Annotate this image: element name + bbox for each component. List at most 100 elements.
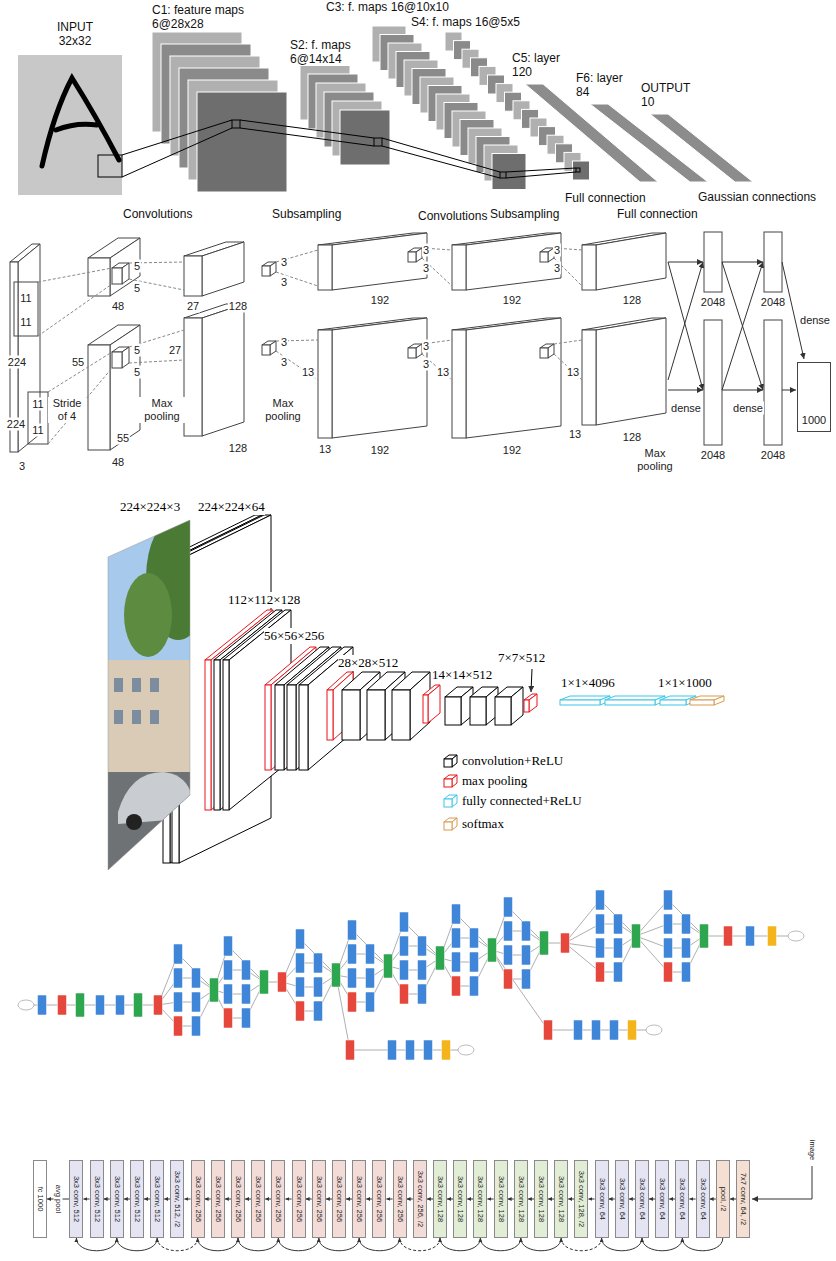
dimension-label: 128 [228, 442, 248, 455]
projection-line [506, 168, 576, 172]
receptive-field [500, 172, 506, 178]
layer-label: 3x3 conv, 256 [294, 1176, 303, 1222]
shortcut-connection [238, 1238, 278, 1251]
layer-box: 7x7 conv, 64, /2 [736, 1160, 750, 1238]
projection-line [382, 138, 500, 172]
layer-box: 3x3 conv, 64 [615, 1160, 629, 1238]
connection-line [404, 922, 440, 958]
layer-block [38, 995, 47, 1015]
layer-block [442, 1040, 451, 1060]
street-photo [100, 505, 210, 885]
dense-arrow [722, 262, 763, 390]
layer-volume [690, 700, 714, 705]
layer-volume [202, 242, 244, 296]
terminal-oval [646, 1025, 662, 1035]
photo-frame [108, 520, 190, 870]
dimension-label: Max pooling [632, 447, 678, 473]
layer-label: 3x3 conv, 64 [617, 1178, 626, 1220]
layer-block [296, 929, 305, 949]
legend-swatch [443, 754, 459, 770]
layer-block [700, 924, 709, 948]
dimension-label: 5 [133, 260, 141, 273]
feature-map [573, 161, 590, 180]
layer-block [504, 969, 513, 989]
dimension-label: 11 [19, 292, 32, 305]
layer-block [614, 962, 623, 982]
layer-box: 3x3 conv, 256 [191, 1160, 205, 1238]
input-arrow [752, 1166, 812, 1199]
legend-cube [444, 799, 452, 807]
layer-volume [428, 685, 440, 723]
layer-block [366, 944, 375, 964]
layer-volume [327, 690, 333, 740]
layer-label: 3x3 conv, 128 [516, 1176, 525, 1222]
layer-volume [452, 245, 466, 290]
connection-line [492, 950, 548, 1030]
kernel-window [14, 282, 38, 336]
legend-text: convolution+ReLU [462, 753, 563, 769]
layer-label: 3x3 conv, 256 [355, 1176, 364, 1222]
dimension-label: 128 [228, 300, 248, 313]
layer-label: 3x3 conv, 128 [456, 1176, 465, 1222]
layer-block [596, 890, 605, 910]
shortcut-connection [561, 1238, 601, 1251]
layer-block [278, 972, 287, 992]
layer-block [682, 914, 691, 934]
layer-box: 3x3 conv, 256 [372, 1160, 386, 1238]
terminal-oval [458, 1045, 474, 1055]
layer-block [116, 995, 125, 1015]
layer-label: 1000 [801, 414, 827, 427]
layer-box: 3x3 conv, 512 [90, 1160, 104, 1238]
kernel [112, 268, 122, 284]
layer-box: 3x3 conv, 64 [675, 1160, 689, 1238]
tensor-size: 14×14×512 [432, 667, 492, 683]
dense-arrow [668, 262, 703, 380]
layer-block [544, 1020, 553, 1040]
layer-volume [88, 258, 110, 296]
layer-volume [299, 685, 308, 770]
layer-label: 3x3 conv, 256 [274, 1176, 283, 1222]
shortcut-connection [278, 1238, 318, 1251]
dimension-label: 55 [116, 432, 130, 445]
layer-block [224, 984, 233, 1004]
shortcut-connection [400, 1238, 440, 1251]
layer-block [452, 976, 461, 996]
layer-box: 3x3 conv, 256 [231, 1160, 245, 1238]
layer-block [596, 938, 605, 958]
layer-block [96, 995, 105, 1015]
dimension-label: 5 [133, 344, 141, 357]
connection-line [565, 900, 600, 943]
kernel [262, 345, 270, 355]
layer-volume [660, 700, 686, 705]
building [108, 660, 190, 772]
layer-box: 3x3 conv, 128 [554, 1160, 568, 1238]
layer-volume [470, 697, 486, 725]
dimension-label: dense [670, 402, 702, 415]
layer-box: 3x3 conv, 256 [393, 1160, 407, 1238]
layer-block [561, 933, 570, 953]
tensor-size: 56×56×256 [264, 628, 324, 644]
layer-volume [275, 685, 284, 770]
legend-cube [444, 822, 452, 830]
kernel [540, 348, 548, 358]
connection-line [668, 900, 704, 936]
shortcut-connection [359, 1238, 399, 1251]
layer-band [650, 114, 753, 182]
kernel-projection [129, 360, 184, 363]
layer-block [418, 936, 427, 956]
layer-block [332, 963, 341, 987]
output-layer-box: 1000 [797, 362, 831, 432]
layer-block [348, 992, 357, 1012]
dimension-label: 13 [301, 366, 315, 379]
layer-volume [582, 245, 596, 290]
legend-text: max pooling [462, 773, 527, 789]
legend-cube [452, 795, 457, 807]
layer-block [504, 945, 513, 965]
connection-line [178, 954, 214, 990]
connection-line [565, 924, 600, 943]
legend-swatch [443, 794, 459, 810]
layer-block [746, 926, 755, 946]
layer-box: 3x3 conv, 128 [473, 1160, 487, 1238]
layer-box: 3x3 conv, 64 [696, 1160, 710, 1238]
dimension-label: 13 [318, 443, 332, 456]
